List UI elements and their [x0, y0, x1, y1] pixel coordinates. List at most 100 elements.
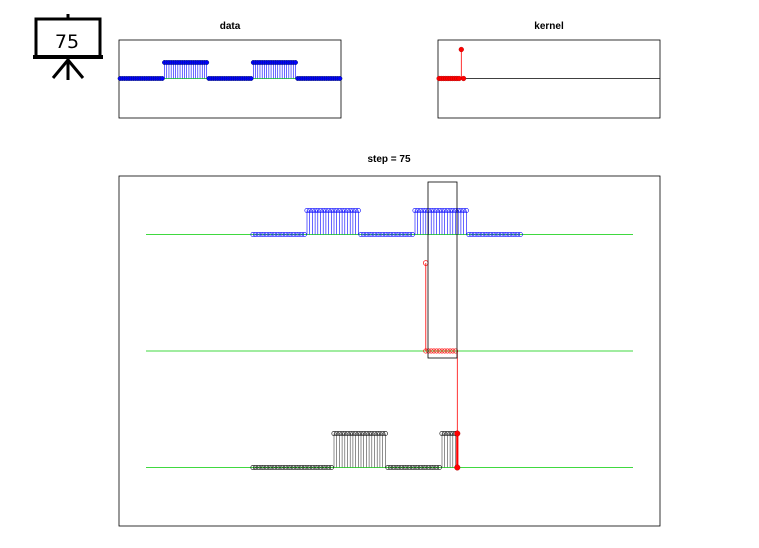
step-data-point: [266, 232, 272, 238]
step-data-point: [336, 208, 342, 214]
step-data-point: [498, 232, 504, 238]
step-result-point: [347, 430, 353, 436]
step-kernel-point: [425, 348, 431, 354]
step-data-point: [471, 232, 477, 238]
step-data-point: [363, 232, 369, 238]
data-point: [248, 76, 254, 81]
step-data-point: [274, 232, 280, 238]
step-data-point: [285, 232, 291, 238]
step-data-point: [280, 232, 286, 238]
step-data-point: [258, 232, 264, 238]
step-result-point: [277, 464, 283, 470]
step-data-point: [369, 232, 375, 238]
step-result-point: [396, 464, 402, 470]
data-point: [159, 76, 165, 81]
step-result-point: [331, 430, 337, 436]
step-result-point: [385, 464, 391, 470]
step-data-point: [269, 232, 275, 238]
step-data-point: [455, 208, 461, 214]
step-result-point: [428, 464, 434, 470]
step-result-point: [363, 430, 369, 436]
step-result-point: [342, 430, 348, 436]
step-data-point: [461, 208, 467, 214]
step-data-point: [458, 208, 464, 214]
step-kernel-point: [439, 348, 445, 354]
step-result-point: [423, 464, 429, 470]
step-data-point: [339, 208, 345, 214]
step-result-point: [296, 464, 302, 470]
step-result-point: [358, 430, 364, 436]
step-data-point: [488, 232, 494, 238]
step-kernel-point: [442, 348, 448, 354]
step-data-point: [317, 208, 323, 214]
step-result-point: [274, 464, 280, 470]
step-data-point: [350, 208, 356, 214]
step-result-point: [439, 430, 445, 436]
step-kernel-point: [434, 348, 440, 354]
step-data-point: [353, 208, 359, 214]
step-result-point: [436, 464, 442, 470]
step-data-point: [263, 232, 269, 238]
step-result-point: [269, 464, 275, 470]
step-kernel-point: [428, 348, 434, 354]
step-data-point: [501, 232, 507, 238]
step-result-point: [417, 464, 423, 470]
step-result-point: [339, 430, 345, 436]
step-data-point: [404, 232, 410, 238]
kernel-point: [456, 75, 462, 82]
step-result-point: [434, 464, 440, 470]
step-result-point: [388, 464, 394, 470]
presentation-board-icon: 75: [33, 14, 103, 80]
step-result-point: [355, 430, 361, 436]
step-data-point: [290, 232, 296, 238]
step-data-point: [390, 232, 396, 238]
step-data-point: [382, 232, 388, 238]
step-data-point: [296, 232, 302, 238]
step-result-point: [293, 464, 299, 470]
step-data-point: [420, 208, 426, 214]
step-data-point: [253, 232, 259, 238]
step-data-point: [463, 208, 469, 214]
step-data-point: [412, 208, 418, 214]
step-result-point: [336, 430, 342, 436]
step-data-point: [444, 208, 450, 214]
step-data-point: [304, 208, 310, 214]
step-result-point: [380, 430, 386, 436]
step-data-point: [415, 208, 421, 214]
step-data-point: [434, 208, 440, 214]
step-data-point: [398, 232, 404, 238]
step-current-base: [454, 464, 461, 471]
step-result-point: [253, 464, 259, 470]
step-result-point: [320, 464, 326, 470]
step-data-point: [342, 208, 348, 214]
step-data-point: [493, 232, 499, 238]
step-data-point: [331, 208, 337, 214]
step-data-point: [431, 208, 437, 214]
step-data-point: [328, 208, 334, 214]
step-data-point: [250, 232, 256, 238]
data-point: [337, 76, 343, 81]
step-result-point: [261, 464, 267, 470]
step-result-point: [361, 430, 367, 436]
step-kernel-point: [436, 348, 442, 354]
step-data-point: [474, 232, 480, 238]
step-result-point: [315, 464, 321, 470]
step-data-point: [380, 232, 386, 238]
step-data-point: [409, 232, 415, 238]
step-data-point: [255, 232, 261, 238]
step-data-point: [301, 232, 307, 238]
data-point: [204, 60, 210, 65]
step-data-point: [447, 208, 453, 214]
step-result-point: [280, 464, 286, 470]
step-result-point: [425, 464, 431, 470]
step-result-point: [412, 464, 418, 470]
step-data-point: [288, 232, 294, 238]
step-data-point: [517, 232, 523, 238]
step-data-point: [393, 232, 399, 238]
step-data-point: [309, 208, 315, 214]
kernel-point: [458, 46, 464, 53]
step-current-top: [454, 430, 461, 437]
step-result-point: [409, 464, 415, 470]
step-data-point: [374, 232, 380, 238]
